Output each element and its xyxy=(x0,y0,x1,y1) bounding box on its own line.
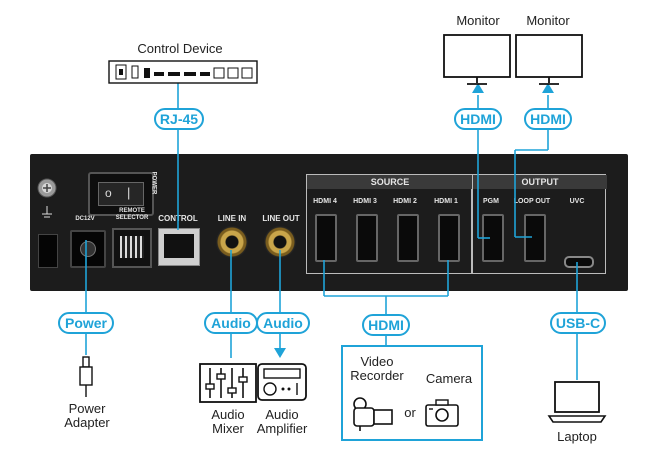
pgm-port[interactable] xyxy=(482,214,504,262)
output-header: OUTPUT xyxy=(473,175,607,189)
power-switch[interactable]: o | xyxy=(88,172,154,216)
video-recorder-label: Video Recorder xyxy=(350,354,404,384)
loop-out-port[interactable] xyxy=(524,214,546,262)
device-rear-panel: o | POWER DC12V REMOTE SELECTOR CONTROL … xyxy=(30,154,628,291)
hdmi4-label: HDMI 4 xyxy=(313,198,337,205)
remote-selector-switch[interactable] xyxy=(112,228,152,268)
line-in-label: LINE IN xyxy=(217,214,247,223)
power-adapter-icon xyxy=(79,356,93,397)
laptop-label: Laptop xyxy=(557,429,597,444)
hdmi-pgm-badge: HDMI xyxy=(454,108,502,130)
power-adapter-label: Power Adapter xyxy=(64,401,110,431)
hdmi-source-badge: HDMI xyxy=(362,314,410,336)
output-frame: OUTPUT xyxy=(472,174,607,274)
monitor-icon xyxy=(443,34,511,85)
line-out-jack[interactable] xyxy=(264,226,296,258)
remote-selector-label: REMOTE SELECTOR xyxy=(115,208,149,221)
camera-label: Camera xyxy=(425,371,473,386)
line-in-jack[interactable] xyxy=(216,226,248,258)
power-switch-label: POWER xyxy=(150,171,157,195)
video-recorder-icon xyxy=(353,397,393,431)
hdmi3-port[interactable] xyxy=(356,214,378,262)
dc-label: DC12V xyxy=(75,216,95,222)
control-port-label: CONTROL xyxy=(158,214,198,223)
or-label: or xyxy=(404,405,416,420)
control-device-icon xyxy=(108,60,258,84)
hdmi3-label: HDMI 3 xyxy=(353,198,377,205)
audio-mixer-label: Audio Mixer xyxy=(211,407,245,437)
hdmi2-port[interactable] xyxy=(397,214,419,262)
ground-screw-icon xyxy=(37,178,57,218)
audio-in-badge: Audio xyxy=(204,312,258,334)
audio-amplifier-icon xyxy=(257,363,307,401)
dc-power-jack[interactable] xyxy=(70,230,106,268)
source-frame: SOURCE xyxy=(306,174,473,274)
audio-mixer-icon xyxy=(199,363,257,403)
monitor-icon xyxy=(515,34,583,85)
rj45-badge: RJ-45 xyxy=(154,108,204,130)
hdmi4-port[interactable] xyxy=(315,214,337,262)
side-vent xyxy=(38,234,58,268)
usbc-badge: USB-C xyxy=(550,312,606,334)
control-device-label: Control Device xyxy=(137,41,223,56)
control-rj45-port[interactable] xyxy=(158,228,200,266)
camera-icon xyxy=(425,399,459,427)
pgm-label: PGM xyxy=(483,198,499,205)
usb-c-port[interactable] xyxy=(564,256,594,268)
hdmi1-port[interactable] xyxy=(438,214,460,262)
laptop-icon xyxy=(547,381,607,423)
hdmi-loop-badge: HDMI xyxy=(524,108,572,130)
hdmi2-label: HDMI 2 xyxy=(393,198,417,205)
line-out-label: LINE OUT xyxy=(262,214,300,223)
monitor-icons xyxy=(443,34,583,85)
source-header: SOURCE xyxy=(307,175,473,189)
power-badge: Power xyxy=(58,312,114,334)
audio-out-badge: Audio xyxy=(256,312,310,334)
audio-amplifier-label: Audio Amplifier xyxy=(256,407,308,437)
loop-out-label: LOOP OUT xyxy=(513,198,551,205)
hdmi1-label: HDMI 1 xyxy=(434,198,458,205)
monitor-2-label: Monitor xyxy=(526,13,570,28)
uvc-label: UVC xyxy=(569,198,585,205)
monitor-1-label: Monitor xyxy=(456,13,500,28)
